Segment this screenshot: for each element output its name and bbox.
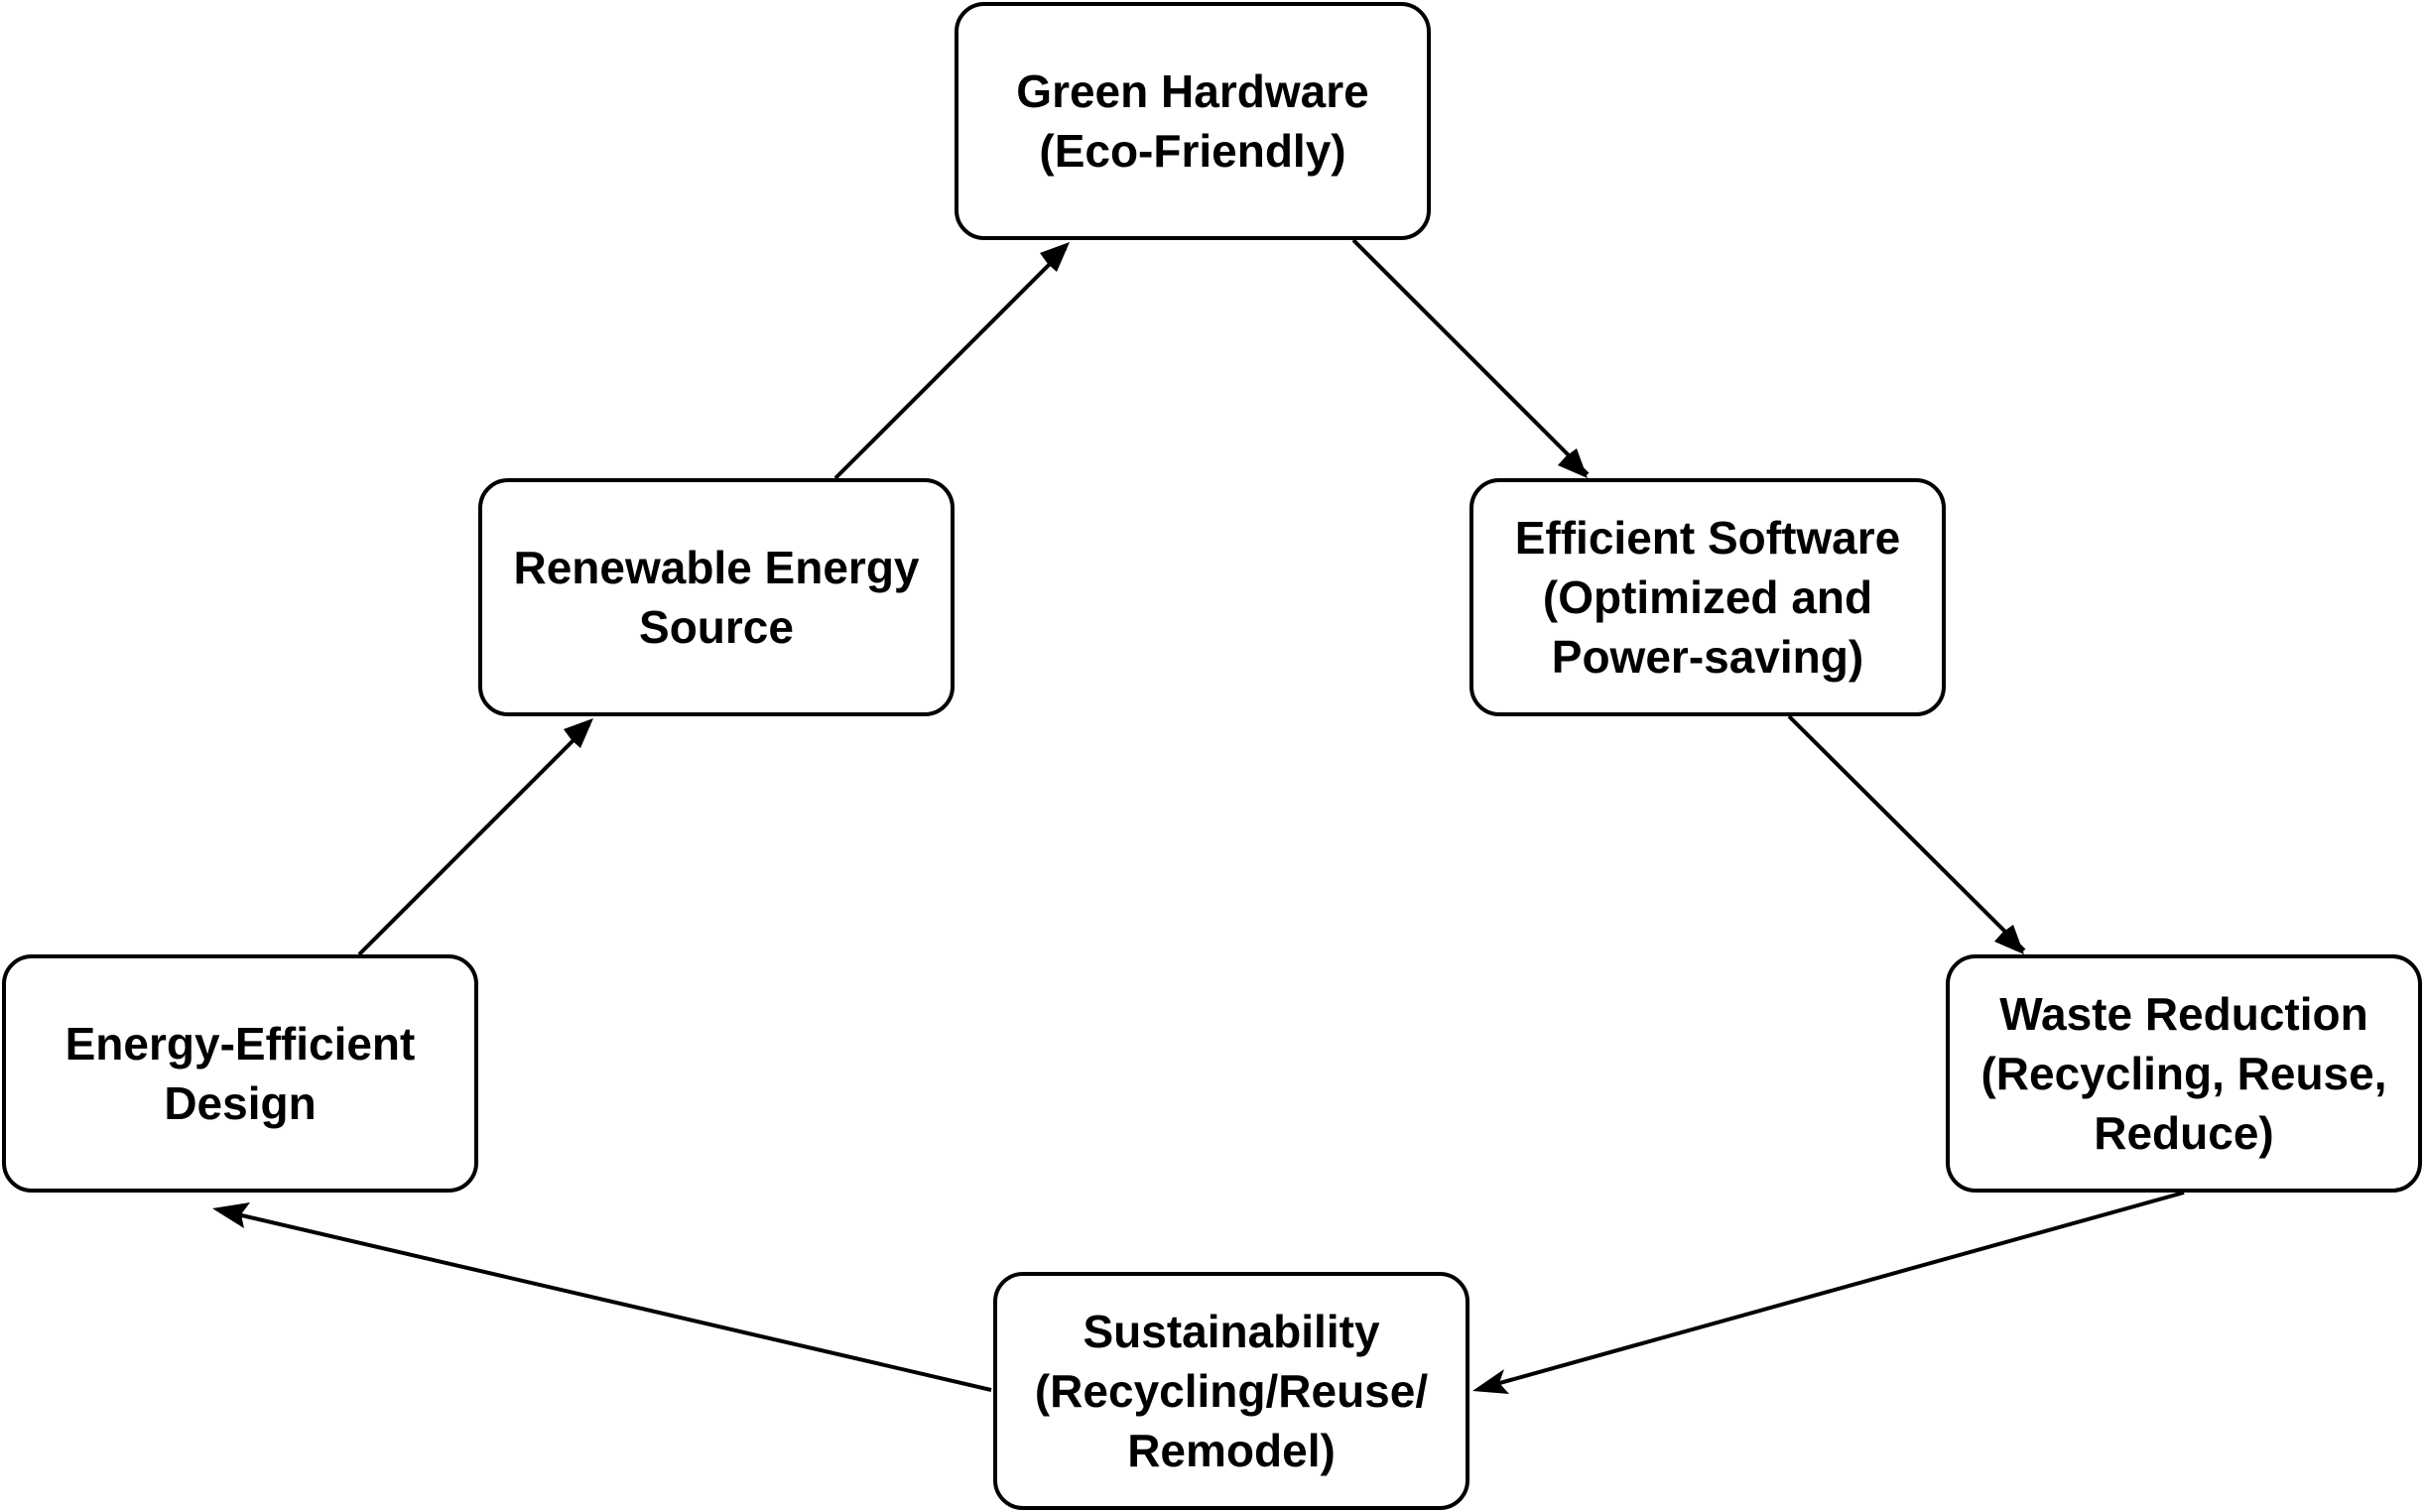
arrowhead-energy-efficient-design (212, 1202, 250, 1228)
edge-waste-reduction-to-sustainability (1477, 1191, 2185, 1391)
node-label-line: Renewable Energy (513, 542, 920, 593)
node-label-line: Energy-Efficient (64, 1018, 416, 1070)
node-green-hardware: Green Hardware (Eco-Friendly) (955, 2, 1431, 240)
arrowhead-renewable-energy (564, 718, 593, 748)
edge-energy-efficient-design-to-renewable-energy (357, 722, 591, 956)
node-label-line: Sustainability (1083, 1306, 1380, 1357)
node-energy-efficient-design: Energy-Efficient Design (2, 954, 478, 1193)
arrowhead-waste-reduction (1994, 925, 2024, 954)
node-label-line: (Recycling/Reuse/ (1034, 1365, 1429, 1417)
node-label-line: Remodel) (1127, 1425, 1336, 1476)
node-efficient-software: Efficient Software (Optimized and Power-… (1469, 478, 1946, 716)
node-label-line: (Recycling, Reuse, (1980, 1048, 2387, 1099)
node-label-line: (Optimized and (1542, 571, 1873, 623)
edge-sustainability-to-energy-efficient-design (219, 1208, 992, 1392)
node-sustainability: Sustainability (Recycling/Reuse/ Remodel… (993, 1272, 1469, 1510)
edge-renewable-energy-to-green-hardware (833, 246, 1068, 480)
node-label-line: Efficient Software (1514, 512, 1901, 564)
arrowhead-efficient-software (1558, 448, 1588, 478)
node-label-line: Waste Reduction (1999, 988, 2368, 1040)
node-label-line: Source (639, 601, 794, 653)
node-label-line: Green Hardware (1016, 65, 1369, 117)
arrowhead-sustainability (1472, 1369, 1509, 1394)
node-renewable-energy-source: Renewable Energy Source (478, 478, 955, 716)
node-waste-reduction: Waste Reduction (Recycling, Reuse, Reduc… (1946, 954, 2422, 1193)
node-label-line: Design (164, 1077, 317, 1129)
arrowhead-green-hardware (1040, 242, 1070, 272)
node-label-line: Power-saving) (1551, 631, 1864, 683)
edge-green-hardware-to-efficient-software (1351, 238, 1590, 476)
node-label-line: Reduce) (2094, 1107, 2274, 1159)
node-label-line: (Eco-Friendly) (1039, 125, 1346, 177)
edge-efficient-software-to-waste-reduction (1787, 714, 2026, 952)
